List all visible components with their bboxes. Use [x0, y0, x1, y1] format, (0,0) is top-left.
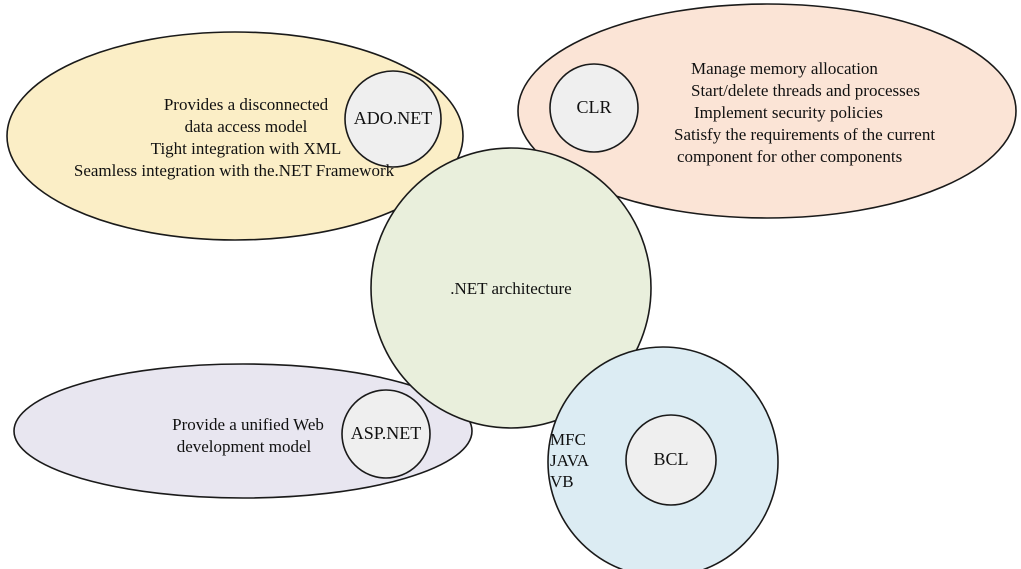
center-circle	[370, 147, 652, 429]
clr-line: Start/delete threads and processes	[691, 81, 920, 100]
asp-net-line: Provide a unified Web	[172, 415, 324, 434]
bcl-language-item: MFC	[550, 430, 586, 449]
ado-net-line: Provides a disconnected	[163, 95, 329, 114]
clr-line: Manage memory allocation	[691, 59, 878, 78]
ado-net-line: Tight integration with XML	[150, 139, 342, 158]
bcl-inner-circle	[625, 414, 717, 506]
asp-net-inner-circle	[341, 389, 431, 479]
ado-net-line: Seamless integration with the.NET Framew…	[73, 161, 395, 180]
clr-ellipse	[517, 3, 1017, 219]
ado-net-line: data access model	[184, 117, 308, 136]
clr-line: Satisfy the requirements of the current	[674, 125, 936, 144]
clr-inner-circle	[549, 63, 639, 153]
center-label: .NET architecture	[450, 279, 572, 298]
clr-line: component for other components	[677, 147, 903, 166]
bcl-label: BCL	[653, 449, 689, 469]
bcl-language-item: VB	[550, 472, 574, 491]
bcl-language-item: JAVA	[550, 451, 590, 470]
ado-net-ellipse	[6, 31, 464, 241]
clr-label: CLR	[576, 97, 612, 117]
asp-net-line: development model	[176, 437, 312, 456]
clr-line: Implement security policies	[694, 103, 883, 122]
ado-net-inner-circle	[344, 70, 442, 168]
asp-net-label: ASP.NET	[350, 423, 422, 443]
ado-net-label: ADO.NET	[353, 108, 433, 128]
